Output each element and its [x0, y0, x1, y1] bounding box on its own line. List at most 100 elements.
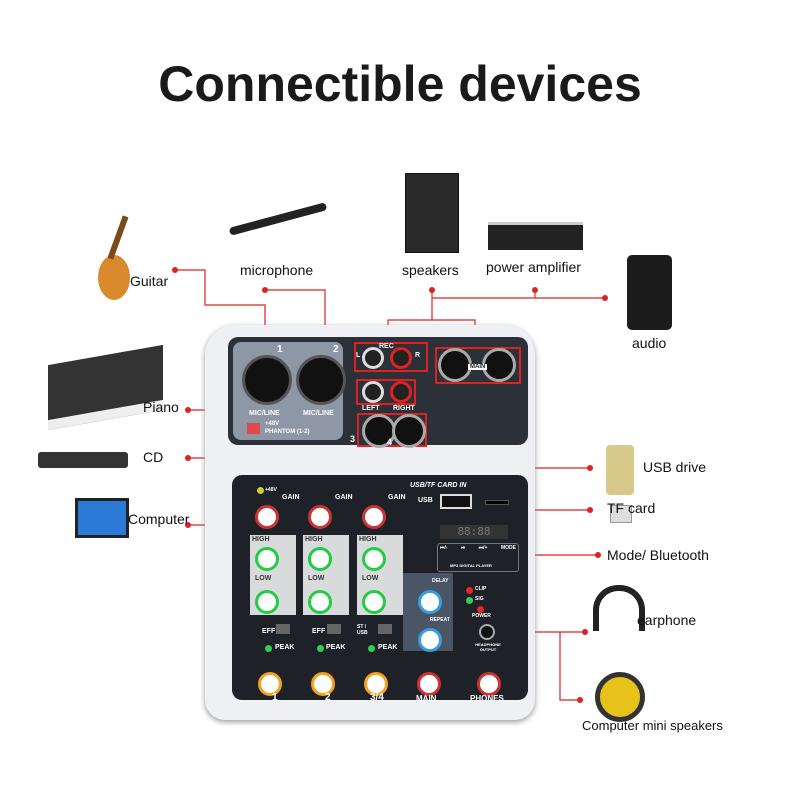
mp3-label: MP3 DIGITAL PLAYER — [450, 563, 492, 568]
label-tf-card: TF card — [607, 500, 656, 516]
low-knob-2[interactable] — [308, 590, 332, 614]
usb-label: USB — [418, 497, 433, 504]
peak-1-label: PEAK — [275, 644, 295, 651]
phones-knob[interactable] — [477, 672, 501, 696]
rec-l-label: L — [356, 352, 361, 359]
peak-led-1 — [265, 645, 272, 652]
rec-left-rca[interactable] — [362, 347, 384, 369]
delay-label: DELAY — [432, 578, 449, 584]
line-inputs-3-4 — [357, 413, 427, 447]
high-1-label: HIGH — [252, 536, 270, 543]
left-label: LEFT — [362, 405, 380, 412]
headphone-label: HEADPHONE OUTPUT — [475, 642, 501, 652]
low-knob-3[interactable] — [362, 590, 386, 614]
input-3-label: 3 — [350, 434, 356, 444]
tf-card-slot[interactable] — [485, 500, 509, 505]
amplifier-image — [488, 222, 583, 250]
right-label: RIGHT — [393, 405, 415, 412]
gain-knob-3[interactable] — [362, 505, 386, 529]
eff-1-label: EFF — [262, 628, 276, 635]
xlr-input-1[interactable] — [242, 355, 292, 405]
label-guitar: Guitar — [130, 273, 169, 289]
high-knob-3[interactable] — [362, 547, 386, 571]
input-4-label: 4 — [387, 437, 393, 447]
main-knob[interactable] — [417, 672, 441, 696]
label-audio: audio — [632, 335, 667, 351]
rec-outputs — [354, 342, 428, 372]
p48-led — [257, 487, 264, 494]
sig-led — [466, 597, 473, 604]
mp3-player — [437, 543, 519, 572]
peak-2-label: PEAK — [326, 644, 346, 651]
micline-1-label: MIC/LINE — [249, 410, 280, 417]
aux-right-rca[interactable] — [390, 381, 412, 403]
usb-drive-image — [606, 445, 634, 495]
rec-right-rca[interactable] — [390, 347, 412, 369]
clip-label: CLIP — [475, 586, 487, 592]
eff-button-2[interactable] — [327, 624, 341, 634]
peak-led-3 — [368, 645, 375, 652]
low-1-label: LOW — [255, 575, 272, 582]
channel-34-label: 3/4 — [370, 692, 384, 703]
gain-3-label: GAIN — [388, 494, 406, 501]
peak-led-2 — [317, 645, 324, 652]
low-knob-1[interactable] — [255, 590, 279, 614]
input-2-label: 2 — [333, 344, 339, 355]
label-microphone: microphone — [240, 262, 314, 278]
st-usb-label: ST / USB — [357, 624, 368, 636]
usb-port[interactable] — [440, 494, 472, 509]
aux-left-rca[interactable] — [362, 381, 384, 403]
main-left-jack[interactable] — [438, 348, 472, 382]
level-knob-2[interactable] — [311, 672, 335, 696]
cd-player-image — [38, 452, 128, 468]
aux-rca-inputs — [356, 379, 416, 405]
speaker-image — [405, 173, 459, 253]
level-knob-3[interactable] — [364, 672, 388, 696]
micline-2-label: MIC/LINE — [303, 410, 334, 417]
high-knob-2[interactable] — [308, 547, 332, 571]
display: 88:88 — [440, 525, 508, 539]
phantom-button[interactable] — [247, 423, 260, 434]
label-mode-bluetooth: Mode/ Bluetooth — [607, 547, 709, 563]
mode-button[interactable]: MODE — [500, 545, 516, 551]
power-label: POWER — [472, 613, 491, 619]
mini-speaker-image — [595, 672, 645, 722]
headphone-jack[interactable] — [479, 624, 495, 640]
gain-1-label: GAIN — [282, 494, 300, 501]
next-button[interactable]: ⏭/+ — [478, 545, 488, 551]
gain-2-label: GAIN — [335, 494, 353, 501]
sig-label: SIG — [475, 596, 484, 602]
jack-input-4[interactable] — [392, 414, 426, 448]
earphone-image — [593, 585, 645, 631]
phones-label: PHONES — [470, 694, 504, 703]
label-mini-speakers: Computer mini speakers — [582, 718, 723, 733]
main-out-label: MAIN — [468, 364, 488, 370]
rec-r-label: R — [415, 352, 421, 359]
play-button[interactable]: ⏯ — [461, 545, 466, 551]
repeat-knob[interactable] — [418, 628, 442, 652]
prev-button[interactable]: ⏮/- — [440, 545, 448, 551]
level-knob-1[interactable] — [258, 672, 282, 696]
high-knob-1[interactable] — [255, 547, 279, 571]
input-1-label: 1 — [277, 344, 283, 355]
gain-knob-2[interactable] — [308, 505, 332, 529]
st-usb-button[interactable] — [378, 624, 392, 634]
phantom-range-label: PHANTOM (1-2) — [265, 429, 310, 435]
computer-image — [75, 498, 129, 538]
guitar-image — [98, 255, 130, 300]
p48-led-label: +48V — [265, 487, 277, 493]
main-outputs — [435, 347, 521, 384]
rec-label: REC — [379, 343, 394, 350]
high-2-label: HIGH — [305, 536, 323, 543]
channel-2-label: 2 — [325, 692, 331, 703]
label-usb-drive: USB drive — [643, 459, 707, 475]
tf-card-image — [610, 505, 632, 523]
gain-knob-1[interactable] — [255, 505, 279, 529]
eff-button-1[interactable] — [276, 624, 290, 634]
delay-knob[interactable] — [418, 590, 442, 614]
low-3-label: LOW — [362, 575, 379, 582]
page-title: Connectible devices — [158, 56, 642, 112]
low-2-label: LOW — [308, 575, 325, 582]
label-speakers: speakers — [402, 262, 459, 278]
xlr-input-2[interactable] — [296, 355, 346, 405]
